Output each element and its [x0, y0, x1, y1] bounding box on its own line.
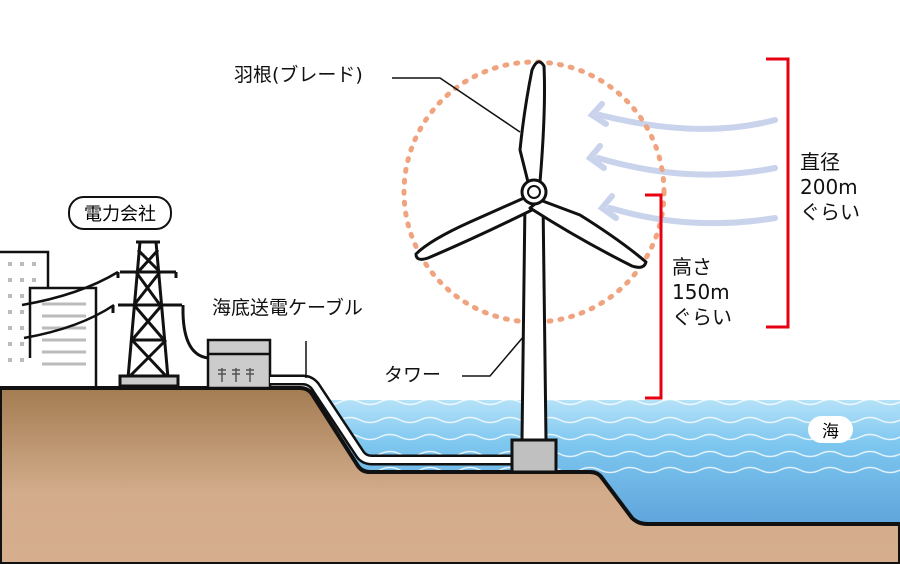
- height-value: 150m: [672, 280, 730, 304]
- rotor-diameter-circle: [401, 59, 667, 325]
- transmission-pylon: [111, 240, 209, 388]
- cable-label: 海底送電ケーブル: [212, 297, 363, 319]
- substation: [206, 338, 272, 390]
- power-company-label: 電力会社: [68, 196, 172, 230]
- ground: [0, 386, 900, 564]
- foundation: [510, 438, 558, 474]
- diameter-title: 直径: [800, 150, 840, 174]
- sea-label: 海: [808, 416, 853, 443]
- buildings: [0, 250, 119, 386]
- diameter-bracket: [766, 57, 790, 329]
- height-approx: ぐらい: [672, 305, 732, 329]
- height-title: 高さ: [672, 255, 712, 279]
- diameter-label: 直径 200m ぐらい: [800, 150, 860, 225]
- diameter-value: 200m: [800, 175, 858, 199]
- height-bracket: [645, 193, 663, 400]
- wind-arrows: [585, 101, 778, 227]
- blade-label: 羽根(ブレード): [234, 64, 363, 86]
- tower-leader-line: [462, 335, 525, 377]
- blade-leader-line: [392, 77, 521, 133]
- blades: [414, 60, 648, 269]
- tower-label: タワー: [384, 364, 442, 386]
- height-label: 高さ 150m ぐらい: [672, 255, 732, 330]
- waves: [299, 398, 900, 474]
- diameter-approx: ぐらい: [800, 200, 860, 224]
- tower: [520, 198, 548, 442]
